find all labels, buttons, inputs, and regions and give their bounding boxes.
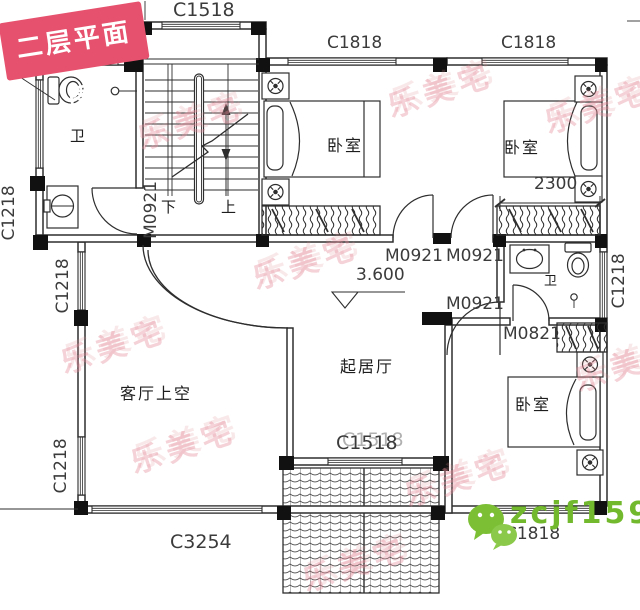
wechat-id-watermark: zcjf159	[510, 496, 640, 531]
wechat-icon	[468, 504, 517, 550]
stair-label-down: 下	[161, 198, 179, 216]
dimension-2300-line	[494, 196, 606, 211]
room-label-bedroom-mid: 卧室	[327, 136, 364, 155]
furniture-wardrobes	[261, 205, 608, 353]
window-label-c1218-left-lower: C1218	[51, 438, 72, 494]
curved-railing	[142, 244, 289, 329]
room-label-bedroom-bottom: 卧室	[515, 395, 552, 414]
window-label-c1218-right: C1218	[609, 253, 630, 309]
bathroom2-fixtures	[509, 242, 592, 308]
room-label-bathroom2: 卫	[544, 274, 558, 289]
doors	[91, 187, 550, 356]
bathroom1-fixtures	[43, 76, 137, 229]
room-label-living-void: 客厅上空	[120, 384, 193, 403]
door-label-m0921-stair: M0921	[141, 180, 162, 239]
window-label-c1818-mid: C1818	[327, 33, 383, 53]
room-label-hall: 起居厅	[340, 357, 395, 376]
room-label-bathroom1: 卫	[70, 127, 88, 145]
level-3600: 3.600	[356, 265, 405, 285]
window-label-c1518-terrace: C1518	[336, 432, 398, 454]
door-label-m0921-c: M0921	[446, 294, 504, 314]
level-mark	[330, 291, 405, 309]
window-label-c1218-farleft: C1218	[0, 185, 20, 241]
windows	[35, 21, 608, 514]
door-label-m0921-a: M0921	[385, 246, 443, 266]
extension-lines	[0, 1, 640, 510]
window-label-c1518-top: C1518	[173, 0, 235, 21]
window-label-c1818-bottom: C1818	[505, 524, 561, 544]
furniture-beds	[261, 72, 604, 476]
room-label-bedroom-right: 卧室	[504, 138, 541, 157]
window-label-c3254-bottom: C3254	[170, 531, 232, 553]
stair-label-up: 上	[221, 198, 239, 216]
door-label-m0921-b: M0921	[446, 246, 504, 266]
staircase	[143, 58, 259, 205]
dimension-2300: 2300	[534, 174, 578, 194]
roof-canopy	[282, 467, 440, 594]
door-label-m0821: M0821	[503, 324, 561, 344]
window-label-c1818-right: C1818	[501, 33, 557, 53]
window-label-c1218-left-upper: C1218	[53, 258, 74, 314]
